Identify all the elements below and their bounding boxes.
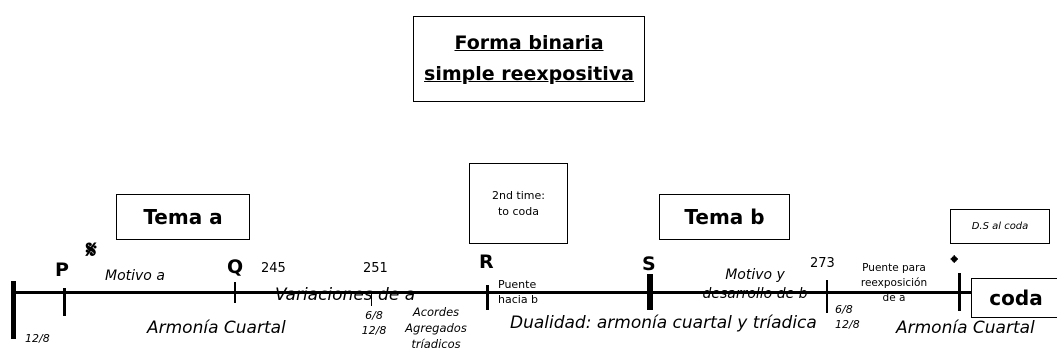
- tema-a-label: Tema a: [143, 205, 223, 229]
- harmony-cuartal-1: Armonía Cuartal: [147, 318, 286, 338]
- measure-273-line: [826, 280, 828, 313]
- harmony-acordes: Acordes Agregados tríadicos: [400, 304, 472, 352]
- variaciones-label: Variaciones de a: [275, 285, 416, 305]
- title-line-1: Forma binaria: [454, 32, 604, 54]
- measure-245: 245: [261, 261, 286, 276]
- harmony-acordes-line-2: Agregados: [405, 321, 467, 335]
- measure-251: 251: [363, 261, 388, 276]
- segno-icon: 𝄋: [86, 235, 97, 264]
- second-time-line-2: to coda: [497, 204, 540, 218]
- rehearsal-mark-q: Q: [227, 256, 244, 278]
- meter-change-2-top: 6/8: [835, 303, 853, 316]
- coda-box: coda: [971, 278, 1057, 318]
- motivo-a-label: Motivo a: [105, 268, 165, 284]
- rehearsal-mark-s: S: [642, 253, 656, 275]
- tema-b-label: Tema b: [684, 205, 765, 229]
- coda-barline: [958, 273, 961, 311]
- harmony-cuartal-2: Armonía Cuartal: [896, 318, 1035, 338]
- harmony-dualidad: Dualidad: armonía cuartal y tríadica: [510, 313, 817, 333]
- puente-b-line-1: Puente: [498, 278, 537, 291]
- measure-273: 273: [810, 256, 835, 271]
- start-barline: [11, 281, 16, 339]
- puente-reexposicion-label: Puente para reexposición de a: [848, 261, 940, 306]
- puente-re-line-2: reexposición: [860, 277, 928, 289]
- ds-al-coda-box: D.S al coda: [950, 209, 1050, 244]
- meter-change-1-bottom: 12/8: [361, 324, 387, 337]
- rehearsal-mark-p: P: [55, 259, 69, 281]
- meter-change-2: 6/8 12/8: [835, 302, 860, 332]
- puente-b-label: Puente hacia b: [498, 277, 538, 307]
- second-time-line-1: 2nd time:: [491, 188, 545, 202]
- motivo-b-line-1: Motivo y: [725, 267, 785, 283]
- section-p-barline: [63, 288, 66, 316]
- title-box: Forma binaria simple reexpositiva: [413, 16, 645, 102]
- puente-re-line-1: Puente para: [862, 262, 926, 274]
- coda-label: coda: [989, 286, 1043, 310]
- ds-al-coda-label: D.S al coda: [971, 220, 1029, 232]
- puente-b-line-2: hacia b: [498, 293, 539, 306]
- meter-change-1-top: 6/8: [365, 309, 383, 322]
- harmony-acordes-line-3: tríadicos: [411, 337, 461, 351]
- tema-b-box: Tema b: [659, 194, 790, 240]
- rehearsal-mark-r: R: [479, 251, 494, 273]
- puente-re-line-3: de a: [882, 292, 906, 304]
- meter-start: 12/8: [25, 332, 50, 345]
- second-time-box: 2nd time: to coda: [469, 163, 568, 244]
- section-r-barline: [486, 285, 489, 310]
- harmony-acordes-line-1: Acordes: [412, 305, 460, 319]
- motivo-b-line-2: desarrollo de b: [702, 286, 808, 302]
- motivo-b-label: Motivo y desarrollo de b: [675, 266, 835, 304]
- meter-change-2-bottom: 12/8: [835, 318, 860, 331]
- meter-change-1-line: [371, 293, 372, 306]
- tema-a-box: Tema a: [116, 194, 250, 240]
- section-q-barline: [234, 282, 236, 303]
- meter-change-1: 6/8 12/8: [359, 308, 389, 338]
- timeline-line: [14, 291, 1057, 294]
- section-s-barline: [647, 274, 653, 310]
- coda-sign-icon: 𝄌: [951, 252, 958, 274]
- title-line-2: simple reexpositiva: [424, 63, 634, 85]
